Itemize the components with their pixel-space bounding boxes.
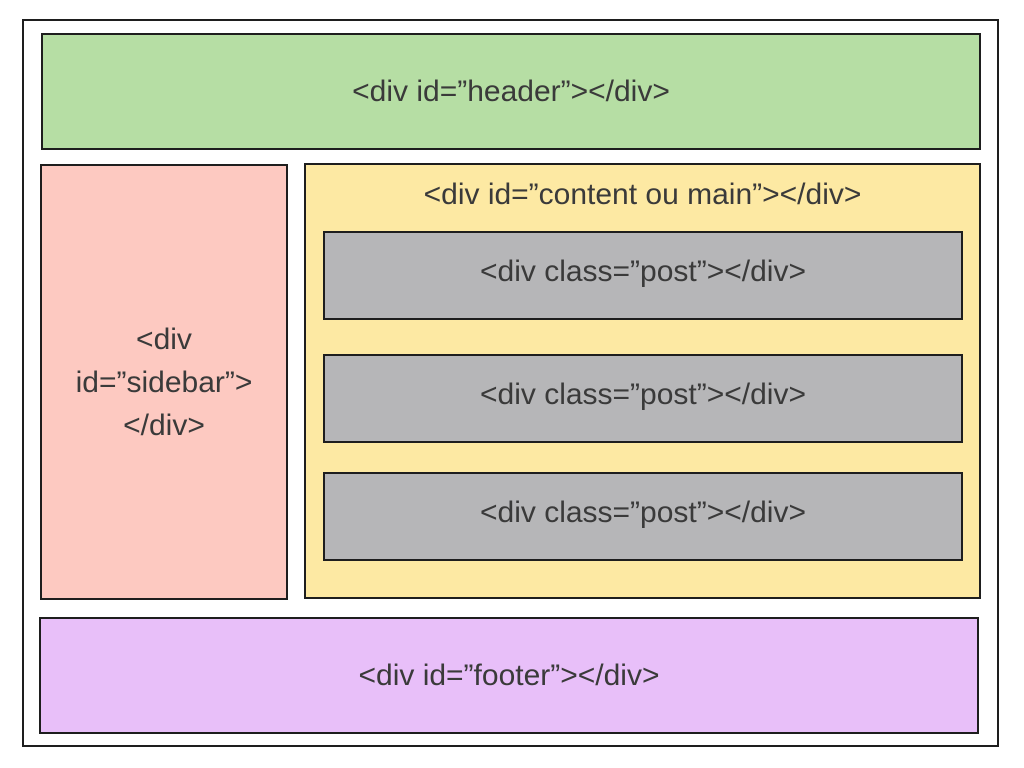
sidebar-block: <div id=”sidebar”> </div> xyxy=(40,164,288,600)
content-label: <div id=”content ou main”></div> xyxy=(423,178,862,211)
post-label: <div class=”post”></div> xyxy=(479,378,806,411)
post-label: <div class=”post”></div> xyxy=(479,255,806,288)
post-block: <div class=”post”></div> xyxy=(323,231,963,320)
header-label: <div id=”header”></div> xyxy=(352,75,670,108)
footer-block: <div id=”footer”></div> xyxy=(39,617,979,734)
post-block: <div class=”post”></div> xyxy=(323,354,963,443)
footer-label: <div id=”footer”></div> xyxy=(358,659,660,692)
header-block: <div id=”header”></div> xyxy=(41,33,981,150)
post-label: <div class=”post”></div> xyxy=(479,496,806,529)
sidebar-label: <div id=”sidebar”> </div> xyxy=(75,322,253,442)
post-block: <div class=”post”></div> xyxy=(323,472,963,561)
